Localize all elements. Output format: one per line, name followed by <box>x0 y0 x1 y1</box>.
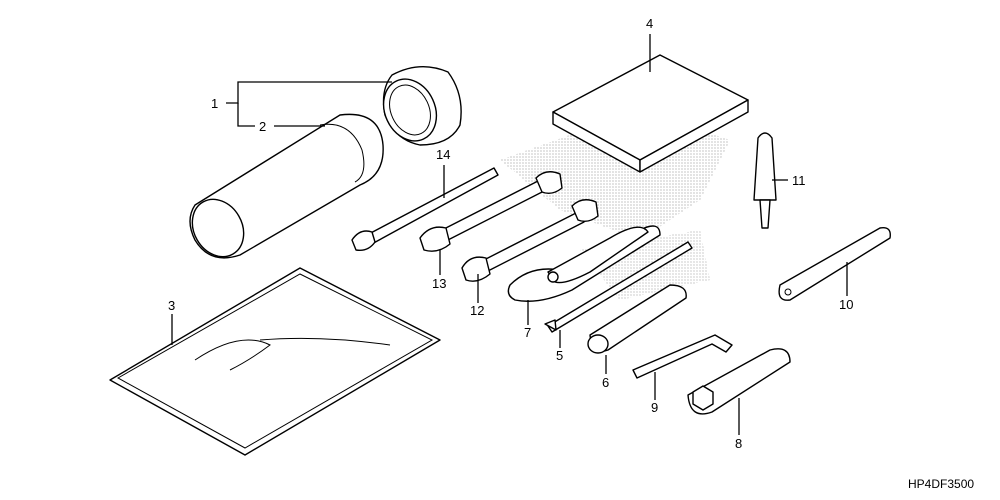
part-11-screwdriver-grip <box>753 132 777 229</box>
part-2-tool-tube <box>189 113 384 259</box>
part-14-wrench <box>351 167 499 252</box>
part-13-wrench <box>419 171 563 252</box>
callout-3: 3 <box>168 298 175 313</box>
callout-8: 8 <box>735 436 742 451</box>
callout-2: 2 <box>259 119 266 134</box>
callout-9: 9 <box>651 400 658 415</box>
leader-lines <box>171 34 848 435</box>
callout-7: 7 <box>524 325 531 340</box>
part-6-socket-handle <box>587 284 687 354</box>
callout-4: 4 <box>646 16 653 31</box>
part-12-wrench <box>461 199 599 282</box>
callout-6: 6 <box>602 375 609 390</box>
callout-5: 5 <box>556 348 563 363</box>
part-8-plug-wrench <box>687 348 791 415</box>
part-4-owners-manual <box>552 54 749 173</box>
callout-14: 14 <box>436 147 450 162</box>
diagram-code: HP4DF3500 <box>908 477 974 491</box>
part-3-tool-bag <box>109 267 441 456</box>
callout-13: 13 <box>432 276 446 291</box>
callout-12: 12 <box>470 303 484 318</box>
part-9-hex-key <box>632 334 733 379</box>
part-1-tube-cap <box>382 66 462 146</box>
callout-11: 11 <box>792 173 806 188</box>
part-5-screwdriver <box>544 241 693 333</box>
part-10-pin-spanner <box>778 227 891 301</box>
part-7-pliers <box>507 225 661 302</box>
callout-1: 1 <box>211 96 218 111</box>
callout-10: 10 <box>839 297 853 312</box>
